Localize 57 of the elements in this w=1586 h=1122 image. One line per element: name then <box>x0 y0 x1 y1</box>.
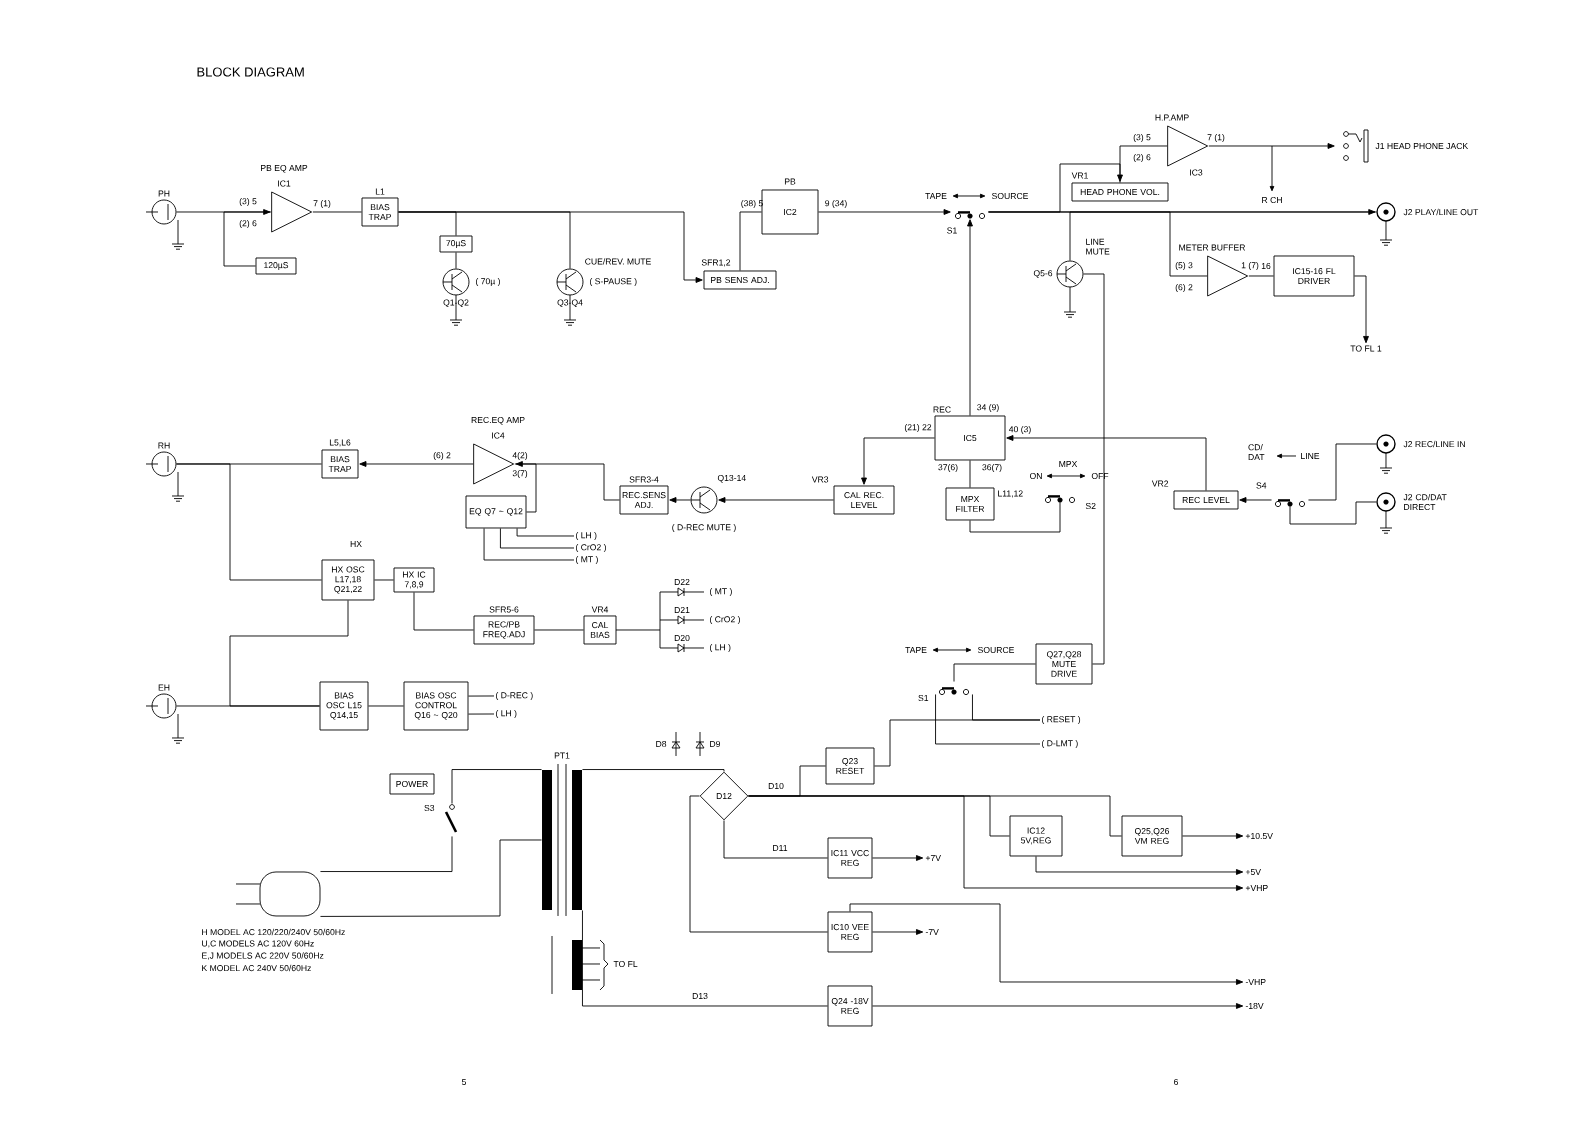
arrow <box>1239 497 1272 503</box>
wire <box>312 211 362 213</box>
arrow <box>1354 275 1369 344</box>
wire <box>723 820 828 859</box>
wire <box>374 579 394 581</box>
arrow <box>718 497 834 503</box>
arrow <box>872 855 924 861</box>
wire <box>969 502 1061 533</box>
wire <box>1248 275 1274 277</box>
wire <box>689 795 828 933</box>
wire <box>1289 501 1377 525</box>
wire <box>739 211 762 271</box>
wire <box>1308 443 1377 501</box>
arrow <box>1182 833 1244 839</box>
wire <box>516 528 575 537</box>
arrow <box>967 219 973 416</box>
arrow <box>515 461 620 501</box>
arrow <box>176 209 271 215</box>
wire <box>582 769 725 772</box>
wire <box>176 705 320 707</box>
arrow <box>1006 435 1207 491</box>
wire <box>499 528 575 549</box>
arrow <box>669 497 691 503</box>
wire <box>229 599 349 707</box>
arrow <box>872 929 924 935</box>
wire <box>953 663 1036 682</box>
wire <box>468 695 495 697</box>
arrow <box>861 437 935 485</box>
wire <box>988 211 1208 277</box>
wire <box>455 252 457 269</box>
wire <box>320 836 453 872</box>
power-plug <box>235 871 321 917</box>
wire <box>368 705 404 707</box>
arrow <box>818 209 951 215</box>
wire <box>451 769 542 804</box>
wire <box>514 463 537 513</box>
wire <box>176 463 322 581</box>
wire <box>398 211 571 269</box>
wire <box>935 694 1041 745</box>
wire <box>969 460 971 488</box>
wire <box>468 713 495 715</box>
wire <box>1083 273 1105 665</box>
arrow <box>359 461 474 467</box>
wire <box>223 211 272 267</box>
wire <box>483 528 575 561</box>
wire <box>1069 211 1377 261</box>
arrow <box>748 795 1244 891</box>
arrow <box>1035 855 1244 875</box>
wire <box>413 592 474 631</box>
arrow <box>872 1003 1244 1009</box>
wire <box>582 910 828 1007</box>
wire <box>320 839 542 917</box>
wire <box>534 629 584 631</box>
arrow <box>849 903 1244 985</box>
wire <box>1119 145 1168 183</box>
arrow <box>1208 143 1335 149</box>
wire <box>874 719 1041 767</box>
